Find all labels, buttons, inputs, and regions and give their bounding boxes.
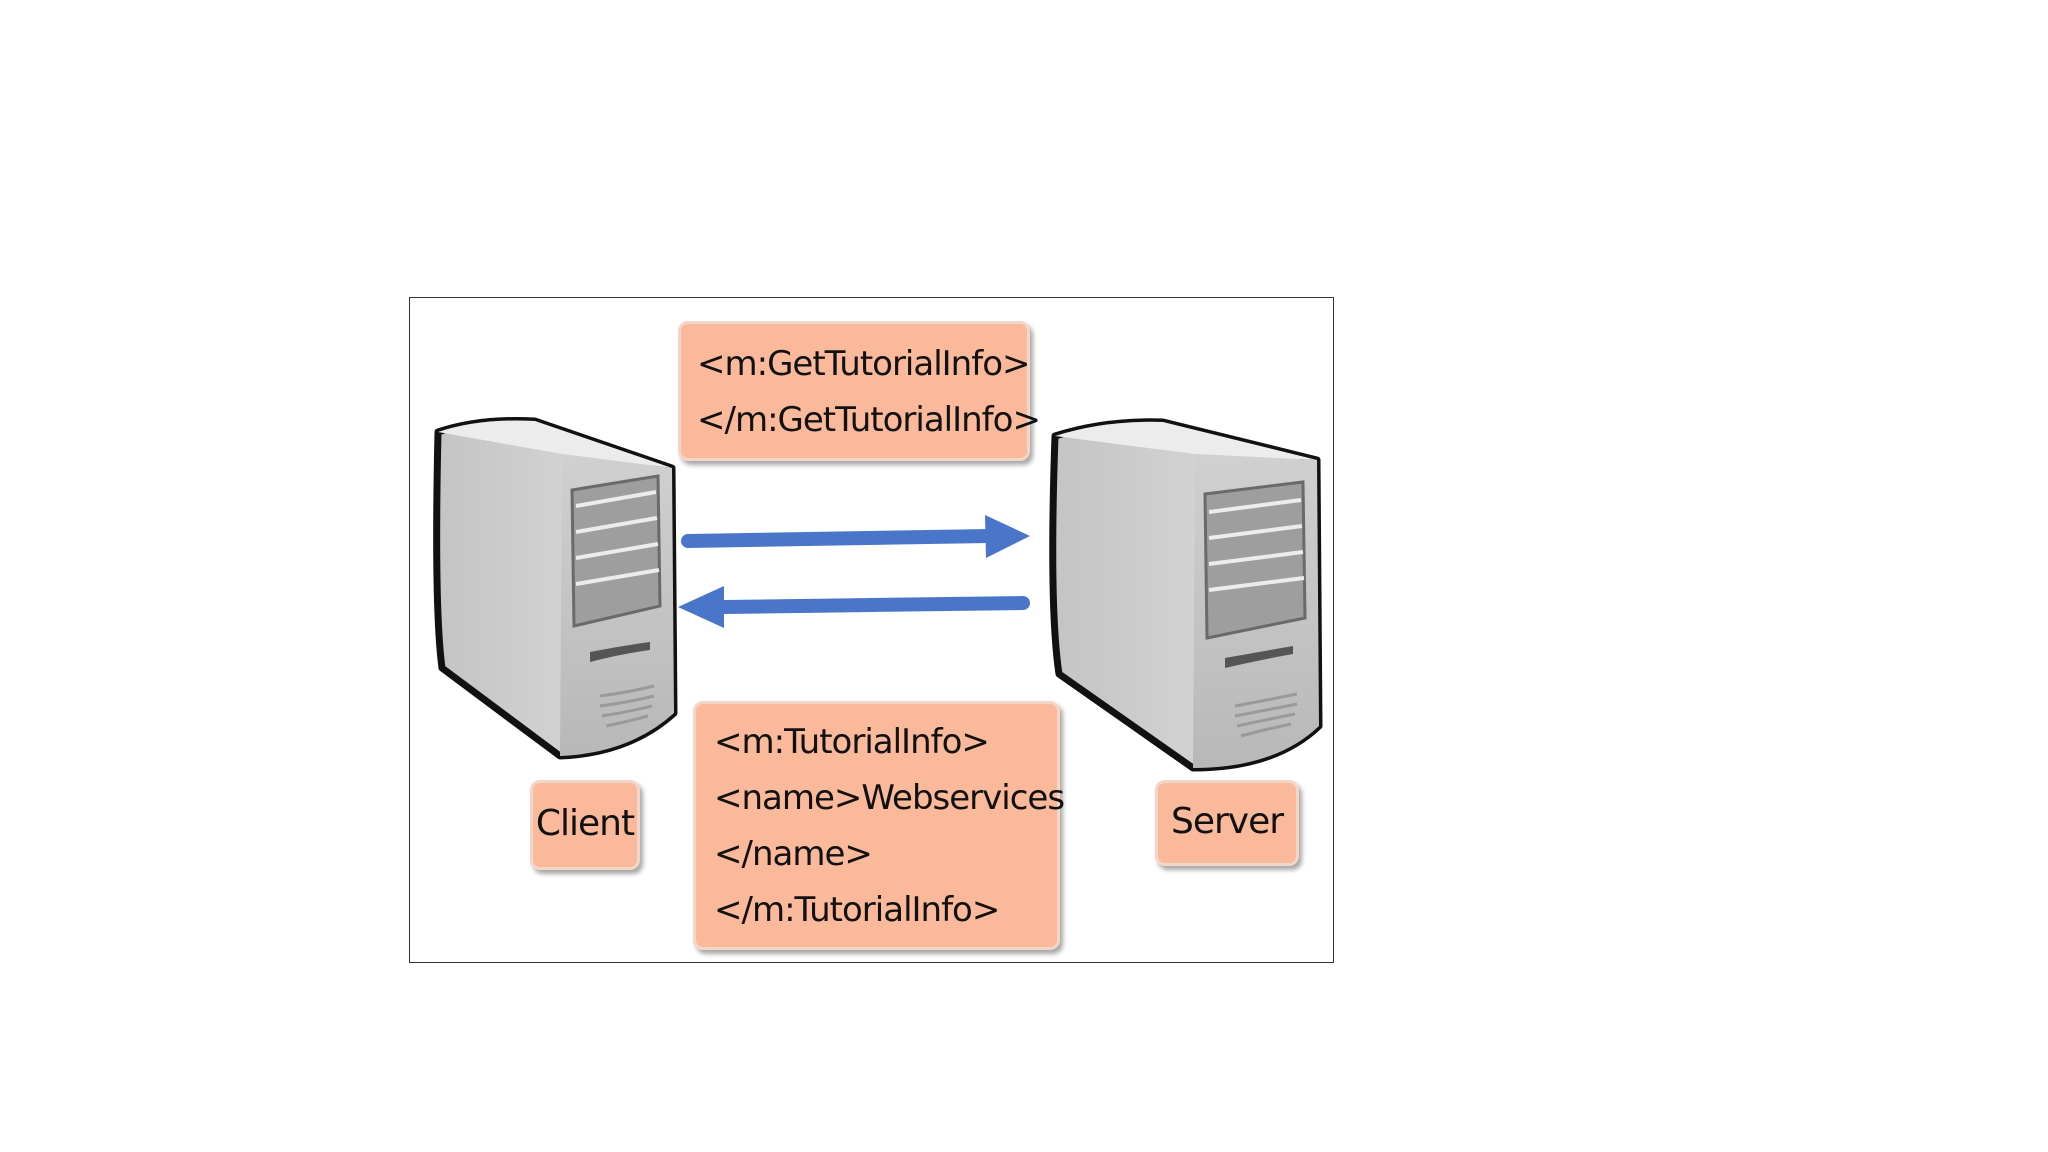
response-message-line: <m:TutorialInfo>: [714, 722, 990, 762]
response-message-line: </name>: [714, 834, 873, 874]
request-message-line: <m:GetTutorialInfo>: [697, 344, 1031, 384]
response-message-line: </m:TutorialInfo>: [714, 890, 1000, 930]
request-message-box: <m:GetTutorialInfo> </m:GetTutorialInfo>: [678, 321, 1041, 461]
response-message-line: <name>Webservices: [714, 778, 1065, 818]
response-message-box: <m:TutorialInfo> <name>Webservices </nam…: [693, 701, 1065, 950]
client-computer-icon: [433, 416, 678, 760]
server-label: Server: [1155, 780, 1299, 866]
client-label: Client: [530, 780, 640, 870]
arrow-left-icon: [678, 586, 1030, 628]
request-message-line: </m:GetTutorialInfo>: [697, 400, 1041, 440]
arrow-right-icon: [681, 515, 1030, 558]
server-computer-icon: [1049, 418, 1323, 772]
